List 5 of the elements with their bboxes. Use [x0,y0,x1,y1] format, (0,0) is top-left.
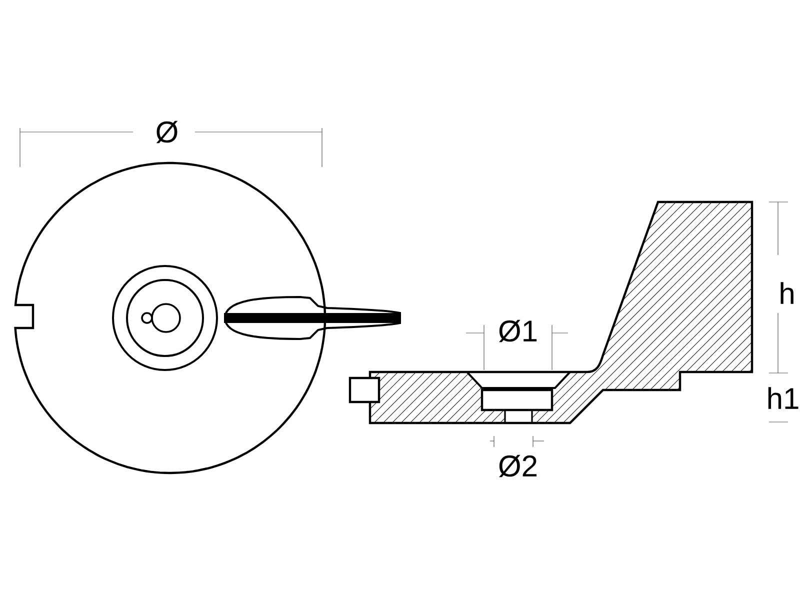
dimension-label: h1 [768,387,798,409]
dimension-label: h [780,282,794,304]
dimension-label: Ø1 [499,320,537,342]
dimension-label: Ø2 [499,454,537,478]
dimension-label: Ø [156,120,178,144]
